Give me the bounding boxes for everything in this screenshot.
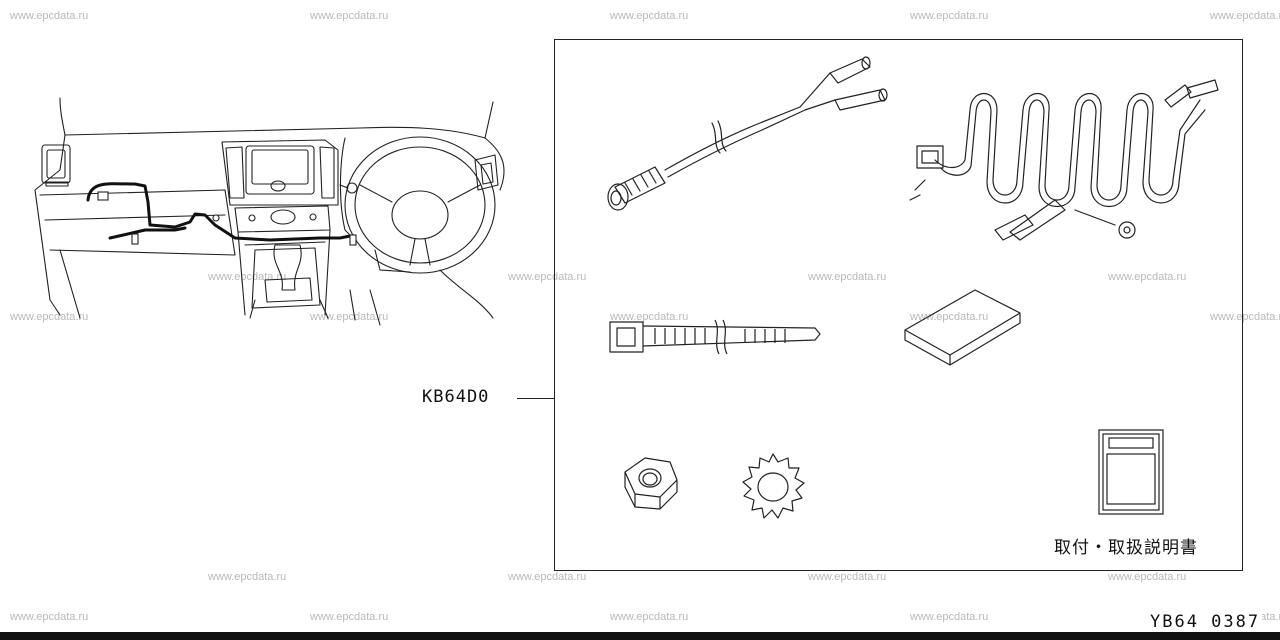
- coaxial-cable-connector-icon: [607, 56, 888, 211]
- watermark: www.epcdata.ru: [808, 271, 887, 283]
- leader-line: [517, 398, 555, 399]
- watermark: www.epcdata.ru: [1210, 10, 1280, 22]
- watermark: www.epcdata.ru: [910, 10, 989, 22]
- manual-booklet-icon: [1098, 429, 1164, 515]
- nut-icon: [624, 457, 678, 510]
- watermark: www.epcdata.ru: [910, 311, 989, 323]
- watermark: www.epcdata.ru: [508, 271, 587, 283]
- watermark: www.epcdata.ru: [808, 571, 887, 583]
- watermark: www.epcdata.ru: [10, 611, 89, 623]
- diagram-code: YB64 0387: [1148, 612, 1263, 632]
- lock-washer-icon: [742, 453, 805, 519]
- watermark: www.epcdata.ru: [610, 311, 689, 323]
- watermark: www.epcdata.ru: [310, 611, 389, 623]
- watermark: www.epcdata.ru: [1108, 271, 1187, 283]
- parts-kit-box: [554, 39, 1243, 571]
- wire-harness-icon: [909, 79, 1219, 241]
- watermark: www.epcdata.ru: [310, 10, 389, 22]
- dashboard-illustration: [34, 97, 505, 326]
- watermark: www.epcdata.ru: [310, 311, 389, 323]
- watermark: www.epcdata.ru: [610, 10, 689, 22]
- watermark: www.epcdata.ru: [508, 571, 587, 583]
- watermark: www.epcdata.ru: [610, 611, 689, 623]
- watermark: www.epcdata.ru: [10, 311, 89, 323]
- part-number-label: KB64D0: [422, 387, 490, 407]
- watermark: www.epcdata.ru: [910, 611, 989, 623]
- cable-tie-icon: [609, 319, 821, 355]
- watermark: www.epcdata.ru: [1210, 311, 1280, 323]
- pad-icon: [904, 289, 1021, 366]
- bottom-border-bar: [0, 632, 1280, 640]
- manual-caption: 取付・取扱説明書: [1054, 538, 1198, 558]
- watermark: www.epcdata.ru: [1108, 571, 1187, 583]
- watermark: www.epcdata.ru: [10, 10, 89, 22]
- watermark: www.epcdata.ru: [208, 571, 287, 583]
